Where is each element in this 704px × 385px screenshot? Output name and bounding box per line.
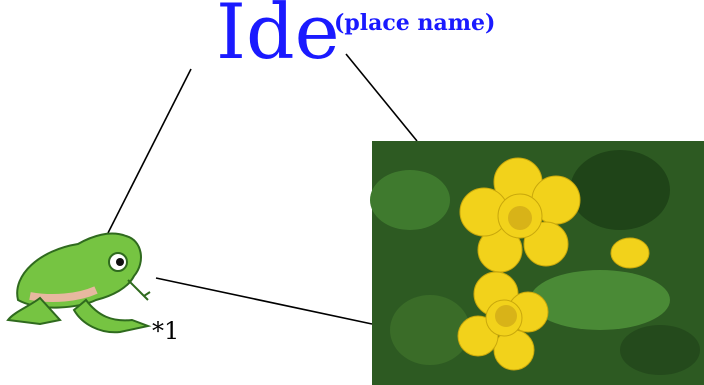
- frog-icon: [6, 232, 152, 334]
- place-name-note: (place name): [334, 10, 496, 36]
- footnote-marker: *1: [152, 317, 180, 345]
- word-title: Ide: [216, 0, 340, 76]
- yellow-flower-photo: [370, 141, 704, 385]
- connector-frog-flower: [155, 277, 373, 325]
- connector-title-flower: [345, 53, 418, 142]
- connector-title-frog: [107, 68, 192, 234]
